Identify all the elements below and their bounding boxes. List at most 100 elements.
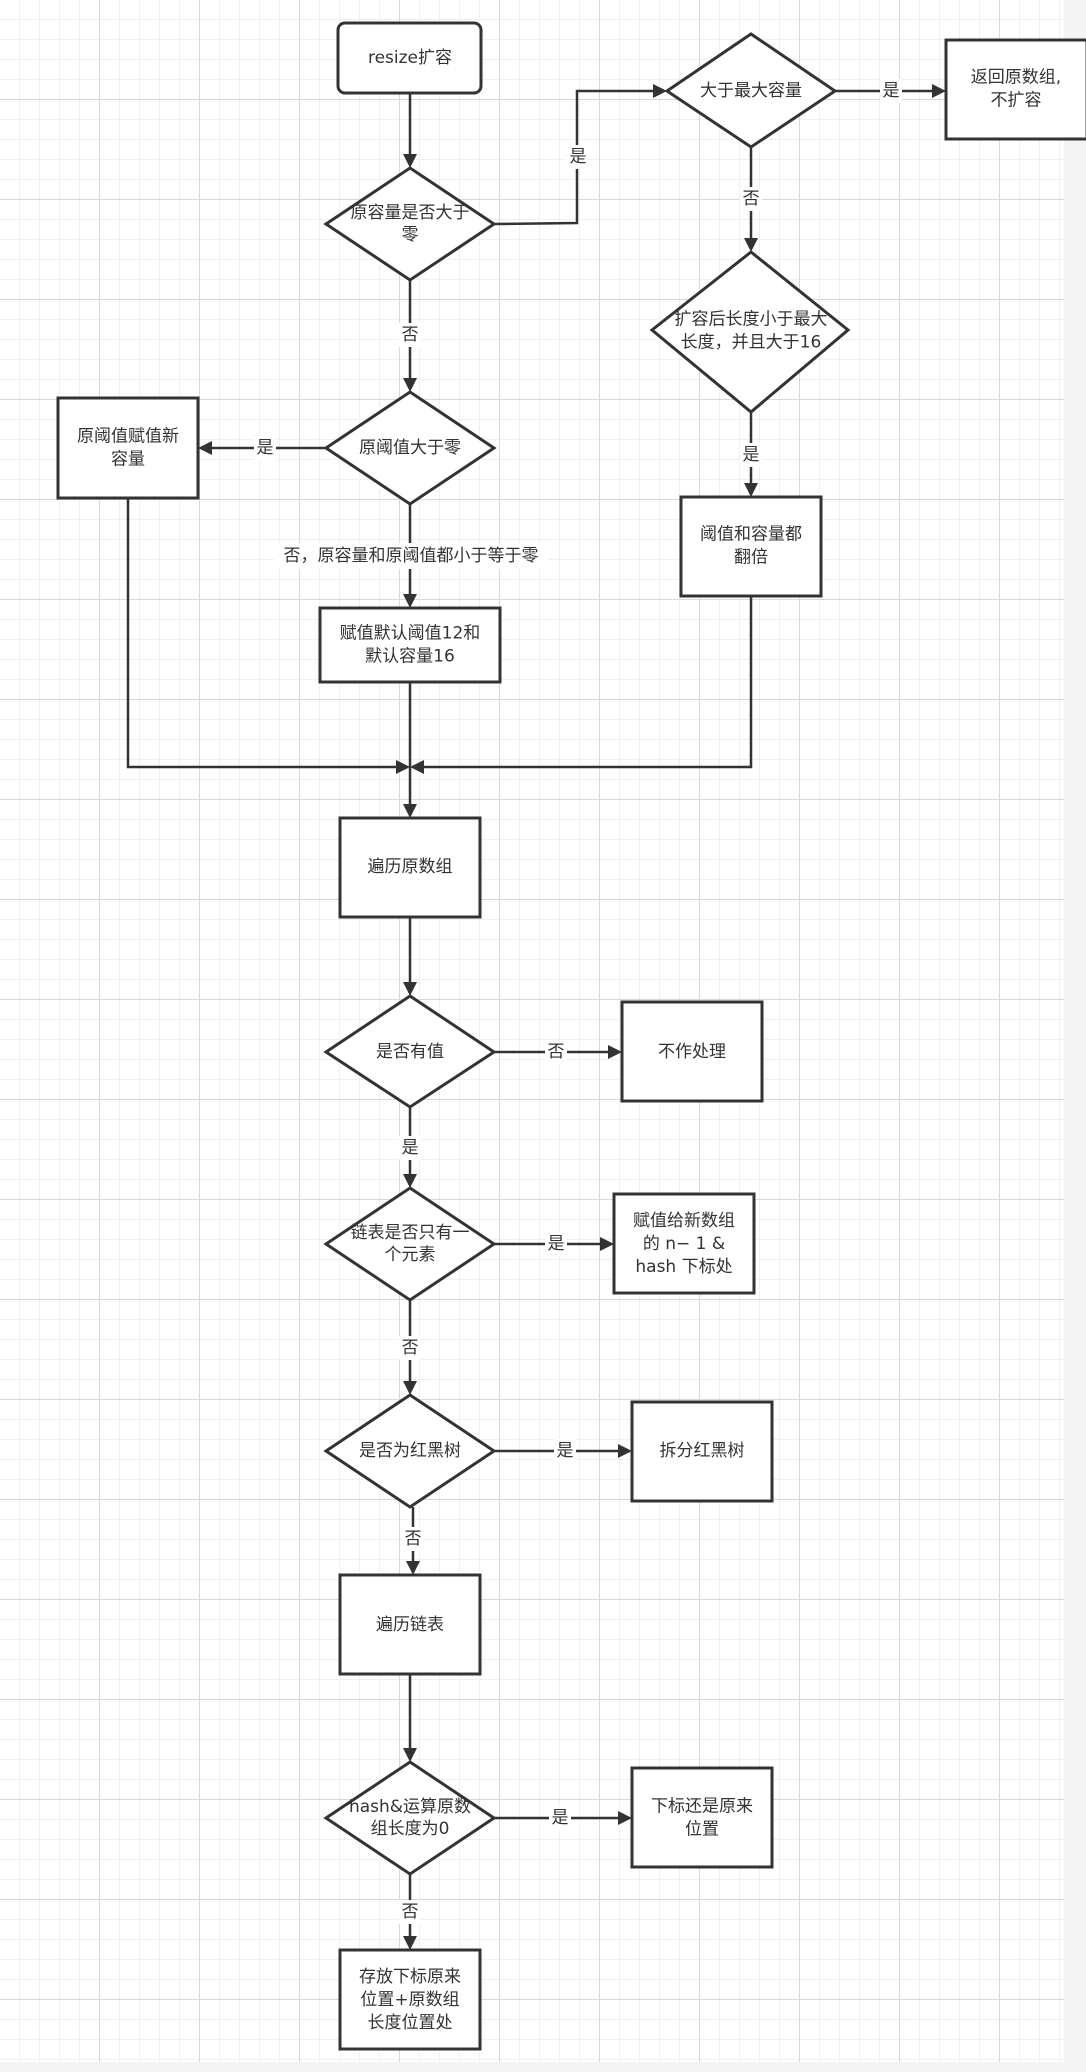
node-double-text: 阈值和容量都翻倍 xyxy=(700,525,802,568)
edge-hash-no-label: 否 xyxy=(402,1902,419,1922)
edge-thr-no-to-default: 否，原容量和原阈值都小于等于零 xyxy=(274,504,548,608)
edge-thr-yes-label: 是 xyxy=(257,438,274,458)
node-text-line: 遍历链表 xyxy=(376,1615,444,1635)
node-start[interactable]: resize扩容 xyxy=(336,21,483,95)
node-text-line: resize扩容 xyxy=(368,48,452,68)
edge-rb-no-label: 否 xyxy=(405,1529,422,1549)
node-single-elem-text: 链表是否只有一个元素 xyxy=(351,1223,470,1265)
node-assign-thr[interactable]: 原阈值赋值新容量 xyxy=(56,396,200,500)
node-cap-gt-zero[interactable]: 原容量是否大于零 xyxy=(323,166,497,282)
edge-has-no-to-noop: 否 xyxy=(494,1040,622,1064)
node-text-line: 原阈值大于零 xyxy=(359,438,461,458)
node-text-line: hash 下标处 xyxy=(635,1257,732,1277)
node-hash-check[interactable]: hash&运算原数组长度为0 xyxy=(323,1760,497,1876)
node-same-pos[interactable]: 下标还是原来位置 xyxy=(630,1766,774,1869)
node-store-offset-text: 存放下标原来位置+原数组长度位置处 xyxy=(359,1967,461,2033)
edge-cap-no-to-thr: 否 xyxy=(399,280,421,392)
node-text-line: 零 xyxy=(402,225,419,245)
node-text-line: 组长度为0 xyxy=(371,1819,450,1839)
node-text-line: 不作处理 xyxy=(658,1042,726,1062)
edge-list-to-hash xyxy=(403,1674,417,1762)
node-text-line: 的 n− 1 & xyxy=(643,1234,725,1254)
node-has-value[interactable]: 是否有值 xyxy=(323,994,497,1109)
node-text-line: 阈值和容量都 xyxy=(700,525,802,545)
node-new-len-check-text: 扩容后长度小于最大长度，并且大于16 xyxy=(675,310,828,353)
node-no-op-text: 不作处理 xyxy=(658,1042,726,1062)
edge-start-to-cap xyxy=(403,93,417,168)
edge-has-yes-to-single: 是 xyxy=(399,1107,421,1188)
edge-default-to-traverse xyxy=(403,682,417,818)
node-gt-max-text: 大于最大容量 xyxy=(700,81,802,101)
edge-assign-to-merge xyxy=(126,498,410,774)
node-text-line: 翻倍 xyxy=(734,548,768,568)
node-text-line: 赋值默认阈值12和 xyxy=(340,624,481,644)
node-traverse-array[interactable]: 遍历原数组 xyxy=(338,816,482,919)
node-new-len-check[interactable]: 扩容后长度小于最大长度，并且大于16 xyxy=(649,250,851,414)
node-assign-thr-text: 原阈值赋值新容量 xyxy=(77,427,179,470)
node-split-tree[interactable]: 拆分红黑树 xyxy=(630,1400,774,1503)
node-start-text: resize扩容 xyxy=(368,48,452,68)
node-text-line: 位置 xyxy=(685,1820,719,1840)
node-text-line: 是否为红黑树 xyxy=(359,1441,461,1461)
node-return-orig[interactable]: 返回原数组, 不扩容 xyxy=(944,38,1086,141)
node-thr-gt-zero[interactable]: 原阈值大于零 xyxy=(323,390,497,506)
node-is-rbtree-text: 是否为红黑树 xyxy=(359,1441,461,1461)
node-text-line: 默认容量16 xyxy=(365,647,455,667)
node-text-line: 是否有值 xyxy=(376,1042,444,1062)
node-gt-max[interactable]: 大于最大容量 xyxy=(664,32,838,149)
edge-has-yes-label: 是 xyxy=(402,1138,419,1158)
node-text-line: 大于最大容量 xyxy=(700,81,802,101)
node-default-assign[interactable]: 赋值默认阈值12和默认容量16 xyxy=(318,606,502,684)
edge-double-to-merge xyxy=(410,596,753,774)
node-text-line: hash&运算原数 xyxy=(349,1797,471,1817)
edge-rb-yes-to-split: 是 xyxy=(494,1439,632,1463)
node-text-line: 原阈值赋值新 xyxy=(77,427,179,447)
node-traverse-list-text: 遍历链表 xyxy=(376,1615,444,1635)
edge-thr-yes-to-assign: 是 xyxy=(198,436,326,460)
node-text-line: 拆分红黑树 xyxy=(660,1441,745,1461)
node-assign-new[interactable]: 赋值给新数组的 n− 1 &hash 下标处 xyxy=(612,1192,756,1295)
node-store-offset[interactable]: 存放下标原来位置+原数组长度位置处 xyxy=(338,1948,482,2051)
node-thr-gt-zero-text: 原阈值大于零 xyxy=(359,438,461,458)
bottom-gutter xyxy=(0,2062,1086,2072)
node-text-line: 容量 xyxy=(111,450,145,470)
node-text-line: 下标还是原来 xyxy=(651,1797,753,1817)
edge-single-yes-label: 是 xyxy=(548,1234,565,1254)
edge-rb-no-to-list: 否 xyxy=(402,1507,424,1575)
node-is-rbtree[interactable]: 是否为红黑树 xyxy=(323,1393,497,1509)
node-traverse-list[interactable]: 遍历链表 xyxy=(338,1573,482,1676)
node-text-line: 链表是否只有一 xyxy=(351,1223,470,1243)
node-text-line: 长度，并且大于16 xyxy=(681,333,822,353)
node-text-line: 长度位置处 xyxy=(368,2013,453,2033)
edge-single-yes-to-assign-new: 是 xyxy=(494,1232,614,1256)
edge-max-no-to-len: 否 xyxy=(740,147,762,252)
node-traverse-array-text: 遍历原数组 xyxy=(368,857,453,877)
edge-single-no-to-rb: 否 xyxy=(399,1300,421,1395)
grid-canvas xyxy=(0,0,1064,2062)
node-text-line: 不扩容 xyxy=(991,91,1042,111)
edge-has-no-label: 否 xyxy=(548,1042,565,1062)
edge-max-yes-to-return: 是 xyxy=(835,79,946,103)
node-text-line: 扩容后长度小于最大 xyxy=(675,310,828,330)
edge-thr-no-label: 否，原容量和原阈值都小于等于零 xyxy=(284,546,539,566)
node-return-orig-text: 返回原数组, 不扩容 xyxy=(971,68,1061,111)
node-same-pos-text: 下标还是原来位置 xyxy=(651,1797,753,1840)
edge-hash-yes-to-same: 是 xyxy=(494,1806,632,1830)
node-has-value-text: 是否有值 xyxy=(376,1042,444,1062)
edge-rb-yes-label: 是 xyxy=(557,1441,574,1461)
node-text-line: 返回原数组, xyxy=(971,68,1061,88)
node-text-line: 遍历原数组 xyxy=(368,857,453,877)
edge-max-no-label: 否 xyxy=(743,189,760,209)
node-text-line: 位置+原数组 xyxy=(360,1990,459,2010)
node-assign-new-text: 赋值给新数组的 n− 1 &hash 下标处 xyxy=(633,1211,735,1277)
edge-single-no-label: 否 xyxy=(402,1338,419,1358)
edge-cap-no-label: 否 xyxy=(402,325,419,345)
edge-max-yes-label: 是 xyxy=(883,81,900,101)
edge-traverse-to-has xyxy=(403,917,417,996)
node-split-tree-text: 拆分红黑树 xyxy=(660,1441,745,1461)
node-no-op[interactable]: 不作处理 xyxy=(620,1000,764,1103)
node-text-line: 存放下标原来 xyxy=(359,1967,461,1987)
node-single-elem[interactable]: 链表是否只有一个元素 xyxy=(323,1186,497,1302)
node-double[interactable]: 阈值和容量都翻倍 xyxy=(679,495,823,598)
